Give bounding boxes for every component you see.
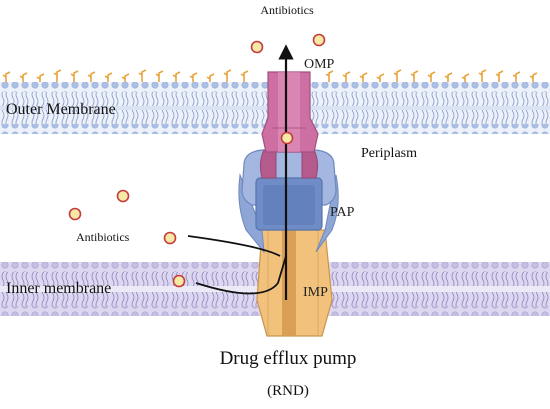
label-outer-membrane: Outer Membrane	[6, 101, 116, 118]
efflux-arrow-periplasm-entry	[187, 235, 281, 257]
antibiotic-molecule	[68, 207, 82, 221]
antibiotic-molecule	[163, 231, 177, 245]
lps-chains	[2, 69, 538, 82]
lps-chain	[478, 69, 487, 82]
lps-chain	[2, 71, 11, 82]
omp-protein	[259, 71, 319, 179]
efflux-arrow-membrane-entry	[195, 255, 287, 295]
lps-chain	[87, 71, 96, 82]
label-antibiotics-left: Antibiotics	[76, 230, 130, 244]
efflux-pathways	[187, 44, 294, 300]
lps-chain	[325, 70, 334, 82]
antibiotic-molecules	[68, 33, 326, 288]
lps-chain	[376, 73, 385, 82]
antibiotic-molecule	[312, 33, 326, 47]
label-inner-membrane: Inner membrane	[6, 280, 111, 297]
antibiotic-molecule	[172, 274, 186, 288]
diagram-subtitle: (RND)	[267, 383, 309, 399]
lps-chain	[444, 72, 453, 82]
lps-chain	[393, 69, 402, 82]
lps-chain	[70, 70, 79, 82]
antibiotic-molecule	[116, 189, 130, 203]
lps-chain	[155, 70, 164, 82]
lps-chain	[223, 69, 232, 82]
lps-chain	[36, 73, 45, 82]
lps-chain	[172, 71, 181, 82]
antibiotic-molecule	[280, 131, 294, 145]
efflux-pump	[238, 71, 339, 337]
lps-chain	[19, 72, 28, 82]
lps-chain	[529, 72, 538, 82]
lps-chain	[359, 72, 368, 82]
label-antibiotics-top: Antibiotics	[260, 3, 314, 17]
lps-chain	[206, 73, 215, 82]
lps-chain	[189, 72, 198, 82]
label-periplasm: Periplasm	[361, 146, 417, 161]
label-imp: IMP	[303, 285, 328, 300]
lps-chain	[53, 69, 62, 82]
label-omp: OMP	[304, 57, 335, 72]
lps-chain	[461, 73, 470, 82]
lps-chain	[410, 70, 419, 82]
lps-chain	[512, 71, 521, 82]
lps-chain	[104, 72, 113, 82]
lps-chain	[495, 70, 504, 82]
lps-chain	[121, 73, 130, 82]
diagram-title: Drug efflux pump	[220, 348, 357, 369]
lps-chain	[427, 71, 436, 82]
lps-chain	[342, 71, 351, 82]
label-pap: PAP	[330, 205, 355, 220]
lps-chain	[138, 69, 147, 82]
antibiotic-molecule	[250, 40, 264, 54]
lps-chain	[240, 70, 249, 82]
